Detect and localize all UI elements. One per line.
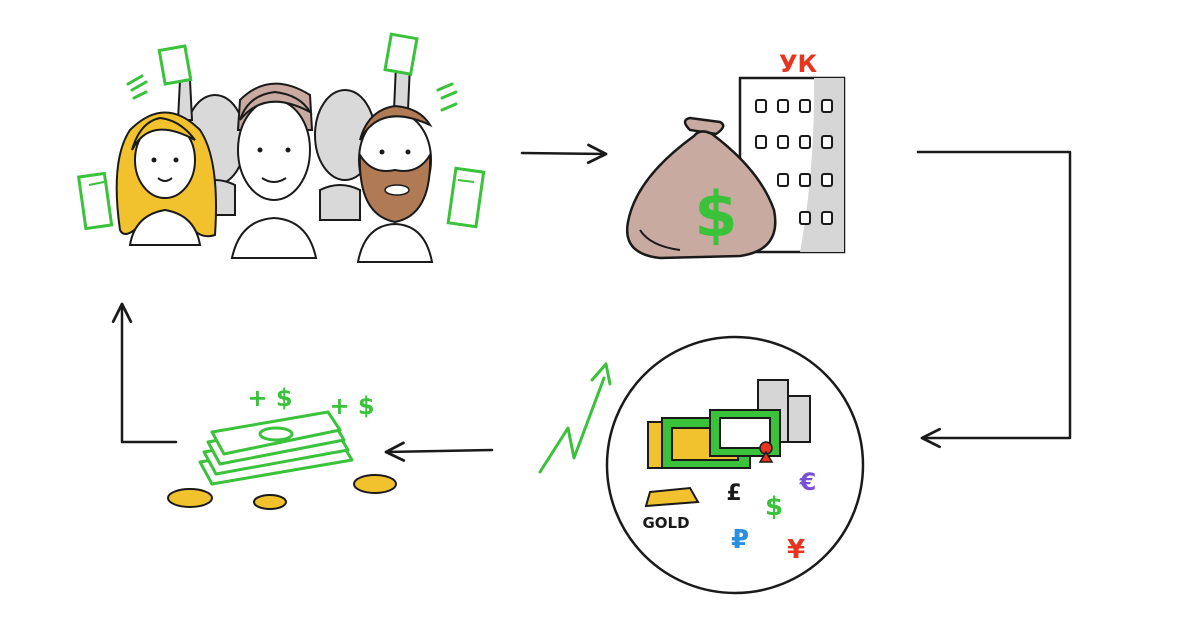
bearded-investor-icon: [356, 104, 486, 263]
yen-symbol: ¥: [787, 535, 805, 565]
ruble-symbol: ₽: [731, 525, 749, 555]
flow-arrows: [111, 143, 1072, 462]
gold-label: GOLD: [642, 514, 689, 532]
euro-symbol: €: [799, 468, 817, 496]
securities-icon: [647, 409, 781, 469]
growth-arrow-icon: [538, 376, 606, 474]
pound-symbol: £: [726, 481, 741, 506]
flying-money-icon: [126, 74, 458, 112]
money-bag-icon: $: [625, 116, 777, 260]
building-icon: [738, 76, 846, 254]
management-company-label: УК: [779, 50, 818, 78]
profit-group: + $ + $: [167, 384, 397, 510]
raised-hand-money-icon: [157, 32, 419, 121]
cash-stack-icon: [198, 410, 354, 486]
arrow-investors-to-company: [520, 143, 608, 164]
gold-bar-icon: [644, 486, 700, 508]
plus-dollar-label-1: + $: [247, 384, 292, 412]
dollar-symbol: $: [765, 492, 783, 522]
plus-dollar-label-2: + $: [329, 392, 374, 420]
assets-group: GOLD £ $ € ₽ ¥: [538, 335, 865, 595]
arrow-assets-to-profit: [384, 441, 494, 462]
management-company-group: УК $: [625, 50, 846, 260]
investors-group: [76, 32, 486, 263]
arrow-profit-to-investors: [111, 302, 178, 444]
man-investor-icon: [230, 82, 318, 259]
arrow-company-to-assets: [916, 150, 1072, 449]
coins-icon: [167, 474, 397, 510]
woman-investor-icon: [76, 111, 217, 246]
dollar-sign-icon: $: [694, 178, 737, 251]
